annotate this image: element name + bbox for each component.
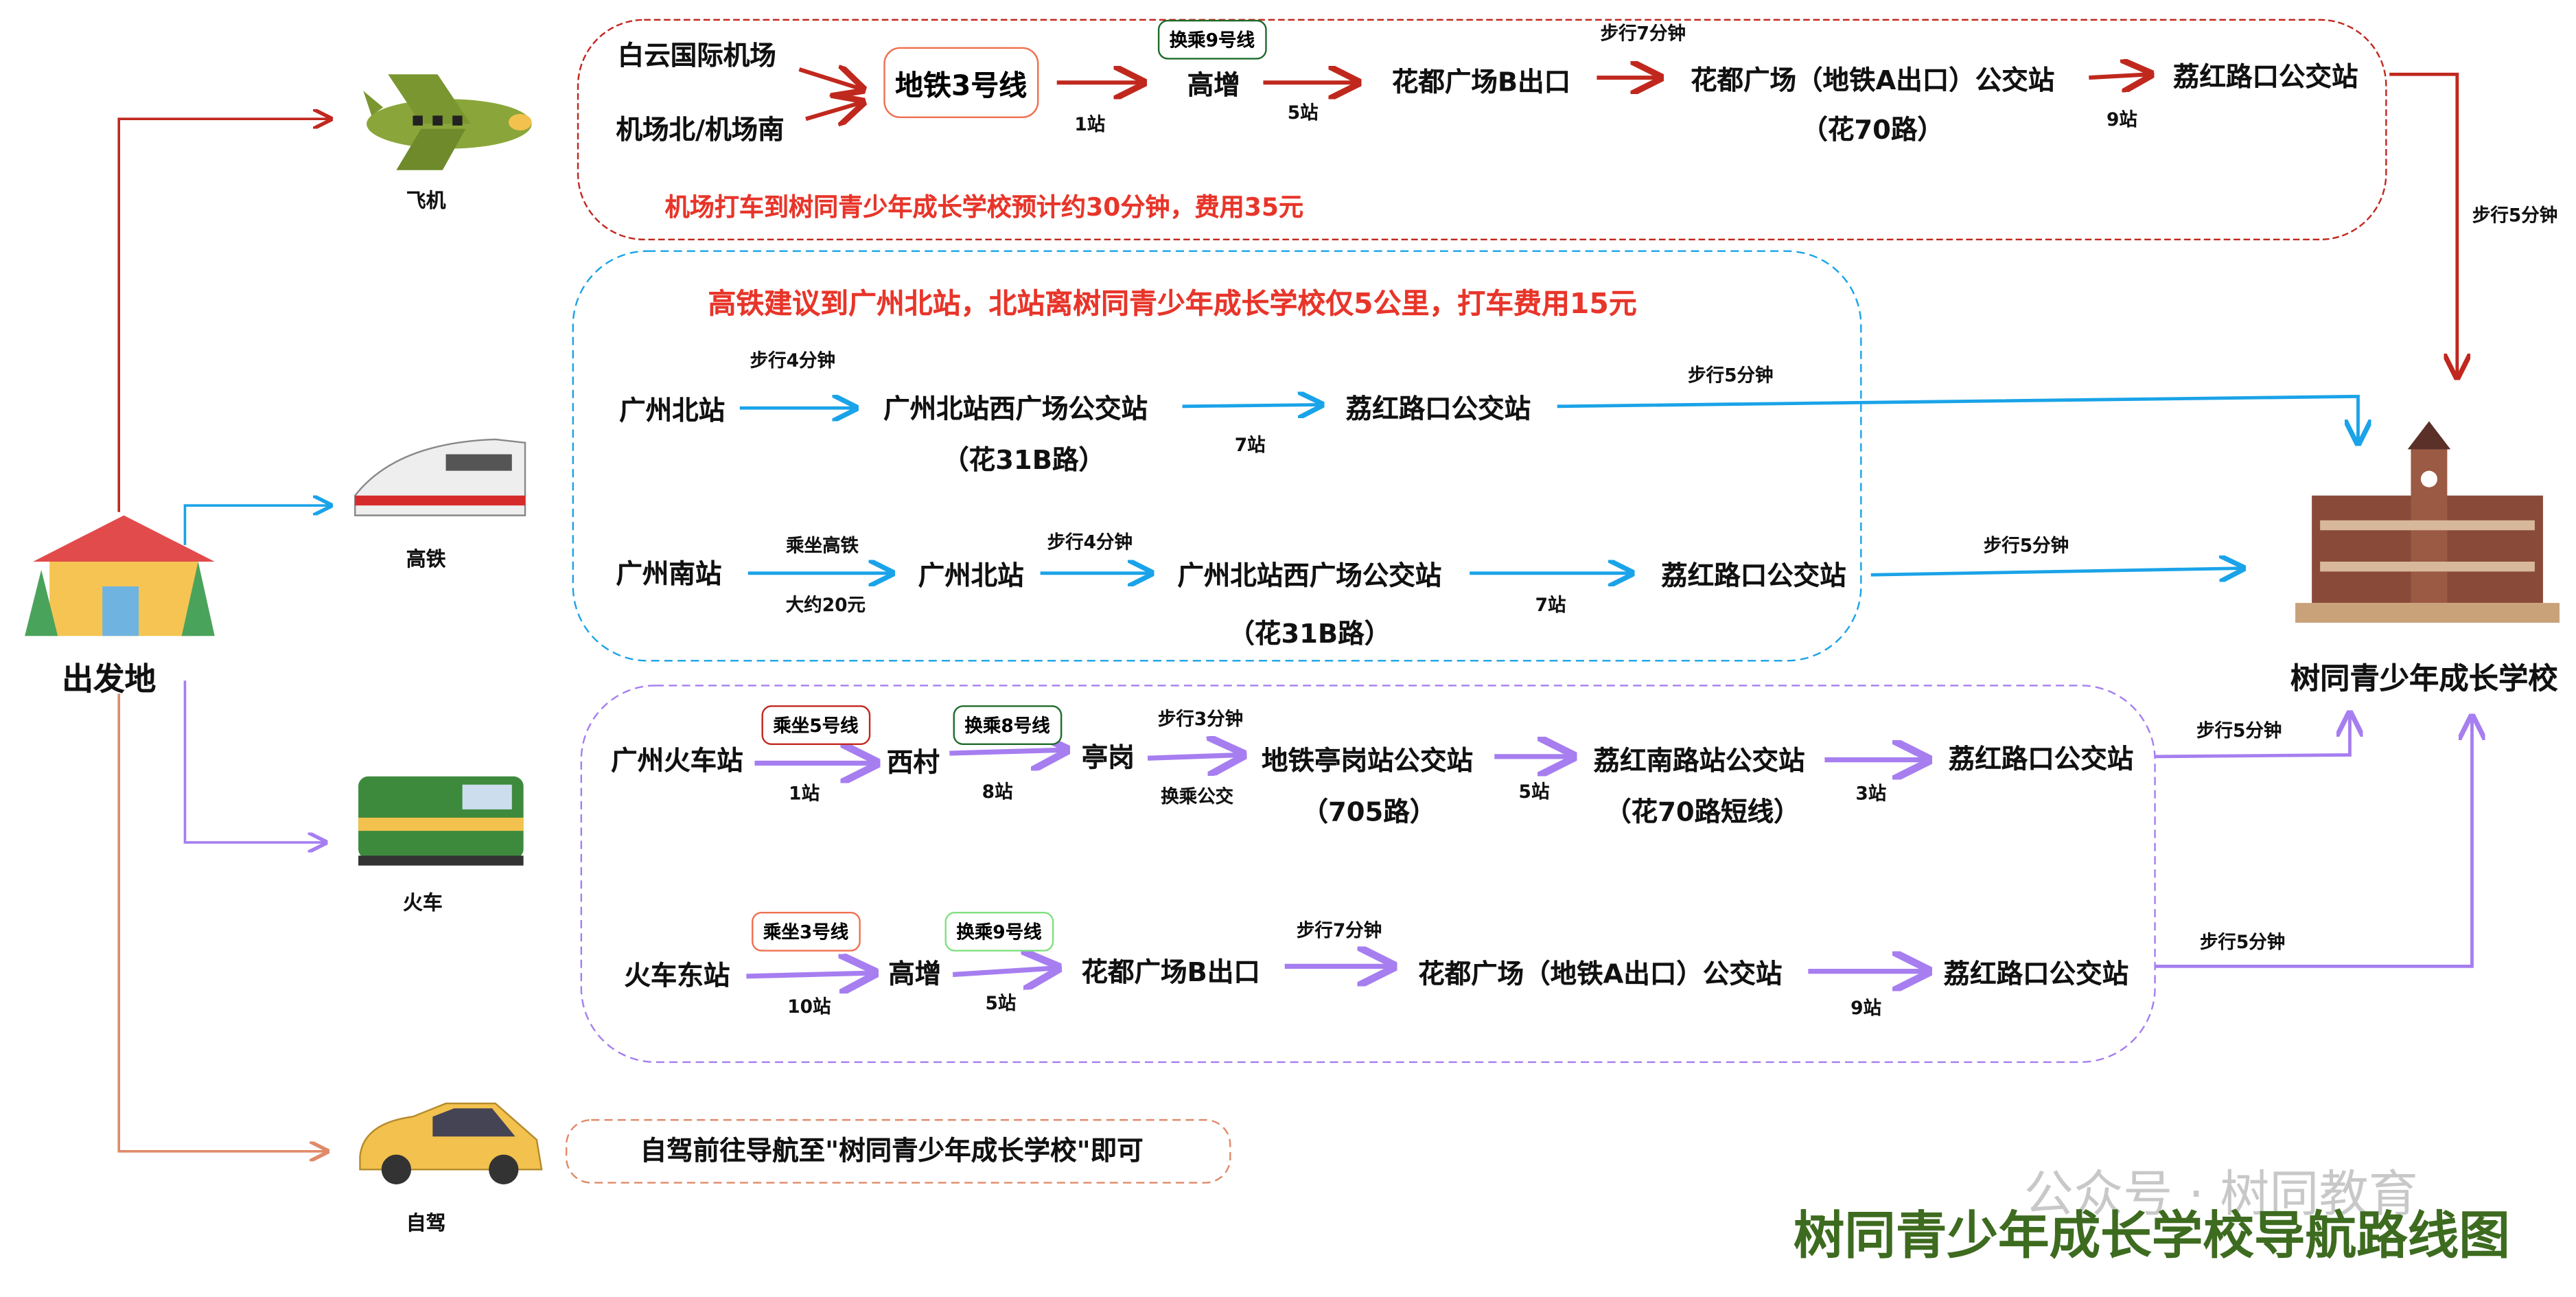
walk-label: 步行5分钟 <box>2196 720 2282 742</box>
transfer-badge: 换乘8号线 <box>953 705 1062 746</box>
transfer-badge: 换乘9号线 <box>944 912 1054 952</box>
station: 荔红南路站公交站 <box>1593 745 1805 777</box>
stop-count: 3站 <box>1855 783 1887 805</box>
plane-route-box <box>577 19 2387 241</box>
airplane-icon <box>363 74 532 170</box>
stop-count: 5站 <box>985 992 1017 1015</box>
rail-route-box <box>572 250 1862 662</box>
stop-count: 9站 <box>2107 108 2137 131</box>
station: 广州北站西广场公交站 <box>1177 560 1442 592</box>
car-note: 自驾前往导航至"树同青少年成长学校"即可 <box>640 1134 1144 1167</box>
bus-line: （花31B路） <box>1228 617 1391 650</box>
station: 花都广场（地铁A出口）公交站 <box>1418 958 1783 990</box>
stop-count: 7站 <box>1535 595 1566 617</box>
bus-line: （花70路短线） <box>1605 796 1800 828</box>
mode-rail-label: 高铁 <box>406 547 446 571</box>
station: 花都广场B出口 <box>1391 66 1571 97</box>
stop-count: 10站 <box>787 996 831 1018</box>
bus-line: （花31B路） <box>942 444 1106 476</box>
watermark: 公众号 · 树同教育 <box>2023 1166 2418 1224</box>
walk-label: 步行7分钟 <box>1296 920 1382 942</box>
metro-line-badge: 乘坐5号线 <box>761 705 870 746</box>
station: 荔红路口公交站 <box>1948 743 2134 775</box>
walk-label: 步行5分钟 <box>1688 365 1774 387</box>
train-icon <box>358 776 524 866</box>
change-label: 换乘公交 <box>1161 786 1234 808</box>
stop-count: 1站 <box>789 783 820 805</box>
high-speed-train-icon <box>354 438 526 516</box>
stop-count: 1站 <box>1074 114 1106 136</box>
school-icon <box>2295 421 2560 623</box>
station: 火车东站 <box>624 959 730 991</box>
stop-count: 9站 <box>1850 998 1881 1020</box>
mode-car-label: 自驾 <box>406 1211 446 1235</box>
station: 花都广场B出口 <box>1081 956 1260 988</box>
station: 荔红路口公交站 <box>1661 560 1846 592</box>
station: 广州北站 <box>619 394 726 426</box>
stop-count: 5站 <box>1287 102 1319 124</box>
fare-label: 大约20元 <box>785 595 866 617</box>
station: 荔红路口公交站 <box>1943 958 2129 990</box>
walk-label: 步行5分钟 <box>2199 931 2286 954</box>
station: 广州火车站 <box>611 745 743 777</box>
stop-count: 8站 <box>982 781 1013 803</box>
station: 广州北站西广场公交站 <box>883 393 1148 425</box>
walk-label: 步行4分钟 <box>750 350 835 372</box>
station: 花都广场（地铁A出口）公交站 <box>1691 64 2055 96</box>
page-title: 树同青少年成长学校导航路线图 <box>1793 1206 2510 1267</box>
station: 亭岗 <box>1081 742 1135 773</box>
stop-count: 5站 <box>1518 781 1550 803</box>
station: 荔红路口公交站 <box>2173 61 2358 93</box>
origin-label: 出发地 <box>62 661 156 698</box>
station: 高增 <box>888 958 942 990</box>
car-icon <box>359 1102 543 1184</box>
walk-label: 步行7分钟 <box>1600 23 1686 45</box>
station: 地铁亭岗站公交站 <box>1262 745 1473 777</box>
station: 白云国际机场 <box>617 39 776 71</box>
bus-line: （705路） <box>1301 796 1437 828</box>
stop-count: 7站 <box>1234 434 1266 457</box>
bus-line: （花70路） <box>1801 114 1944 146</box>
station: 广州北站 <box>918 560 1024 592</box>
metro-line-badge: 地铁3号线 <box>883 47 1039 119</box>
mode-train-label: 火车 <box>402 891 443 915</box>
station: 机场北/机场南 <box>616 114 785 146</box>
rail-note: 高铁建议到广州北站，北站离树同青少年成长学校仅5公里，打车费用15元 <box>708 288 1637 321</box>
mode-plane-label: 飞机 <box>406 189 446 213</box>
transfer-badge: 换乘9号线 <box>1157 19 1266 60</box>
station: 西村 <box>886 746 940 779</box>
ride-label: 乘坐高铁 <box>786 535 859 557</box>
metro-line-badge: 乘坐3号线 <box>752 912 861 952</box>
station: 高增 <box>1187 69 1240 101</box>
taxi-note: 机场打车到树同青少年成长学校预计约30分钟，费用35元 <box>664 192 1304 222</box>
station: 荔红路口公交站 <box>1345 393 1531 425</box>
destination-label: 树同青少年成长学校 <box>2290 662 2558 698</box>
walk-label: 步行5分钟 <box>1983 535 2069 557</box>
car-route-box <box>565 1118 1231 1184</box>
walk-label: 步行5分钟 <box>2472 205 2558 227</box>
walk-label: 步行3分钟 <box>1157 709 1244 731</box>
house-icon <box>25 515 215 636</box>
station: 广州南站 <box>616 558 722 590</box>
train-route-box <box>580 685 2156 1064</box>
walk-label: 步行4分钟 <box>1047 531 1133 553</box>
